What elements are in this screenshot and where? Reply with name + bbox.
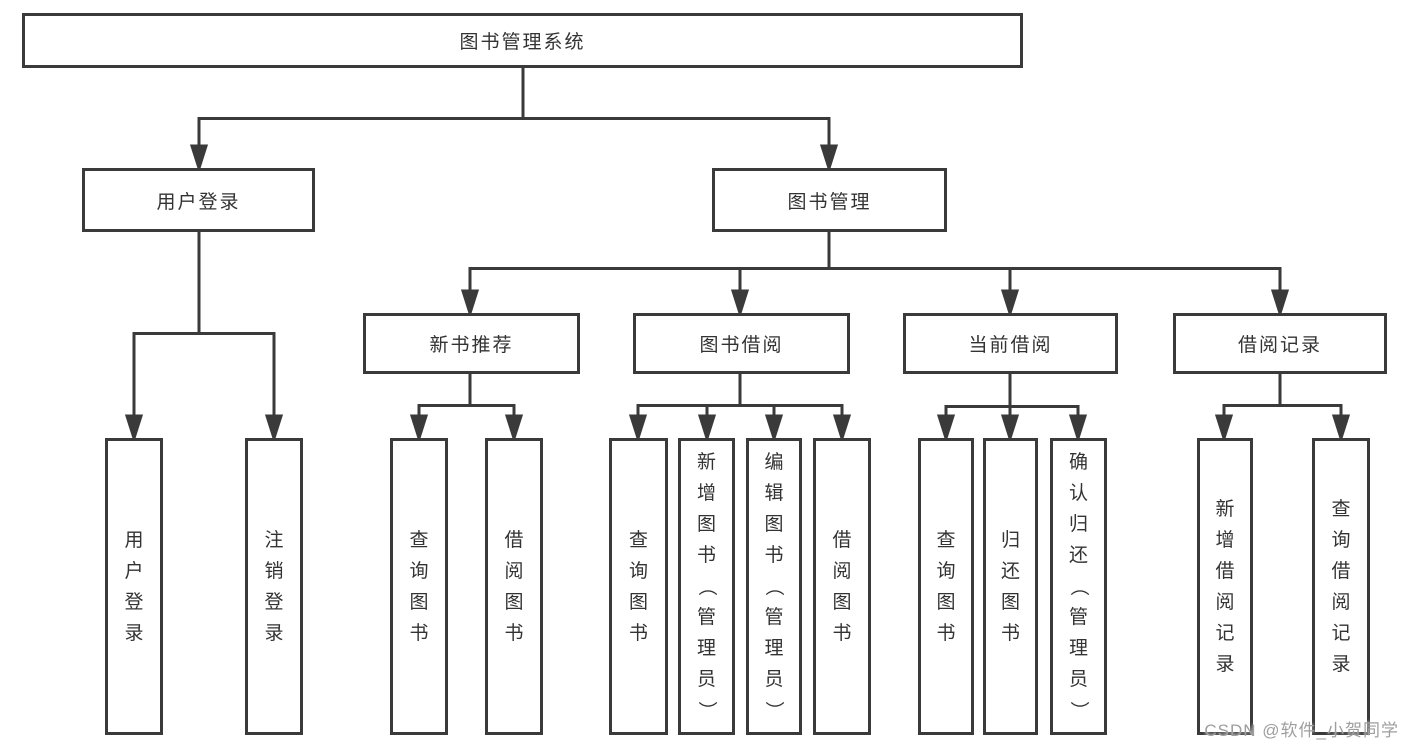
node-book-borrow: 图书借阅 <box>633 313 850 374</box>
node-borrow-records: 借阅记录 <box>1173 313 1387 374</box>
leaf-logout: 注销登录 <box>245 438 303 735</box>
csdn-watermark: CSDN @软件_小贺同学 <box>1204 721 1399 740</box>
leaf-query-books-current: 查询图书 <box>918 438 974 735</box>
node-current-borrow: 当前借阅 <box>903 313 1118 374</box>
leaf-query-borrow-record: 查询借阅记录 <box>1312 438 1370 735</box>
leaf-query-books-recommend: 查询图书 <box>390 438 448 735</box>
leaf-borrow-books: 借阅图书 <box>813 438 871 735</box>
node-new-book-recommend: 新书推荐 <box>363 313 580 374</box>
leaf-edit-books-admin: 编辑图书（管理员） <box>746 438 802 735</box>
leaf-add-borrow-record: 新增借阅记录 <box>1197 438 1253 735</box>
leaf-confirm-return-admin: 确认归还（管理员） <box>1050 438 1107 735</box>
node-user-login: 用户登录 <box>82 168 315 232</box>
leaf-query-books-borrow: 查询图书 <box>609 438 668 735</box>
leaf-add-books-admin: 新增图书（管理员） <box>678 438 735 735</box>
node-library-management-system: 图书管理系统 <box>22 13 1023 68</box>
leaf-user-login: 用户登录 <box>105 438 163 735</box>
node-book-management: 图书管理 <box>712 168 947 232</box>
leaf-borrow-books-recommend: 借阅图书 <box>485 438 543 735</box>
leaf-return-books: 归还图书 <box>983 438 1038 735</box>
